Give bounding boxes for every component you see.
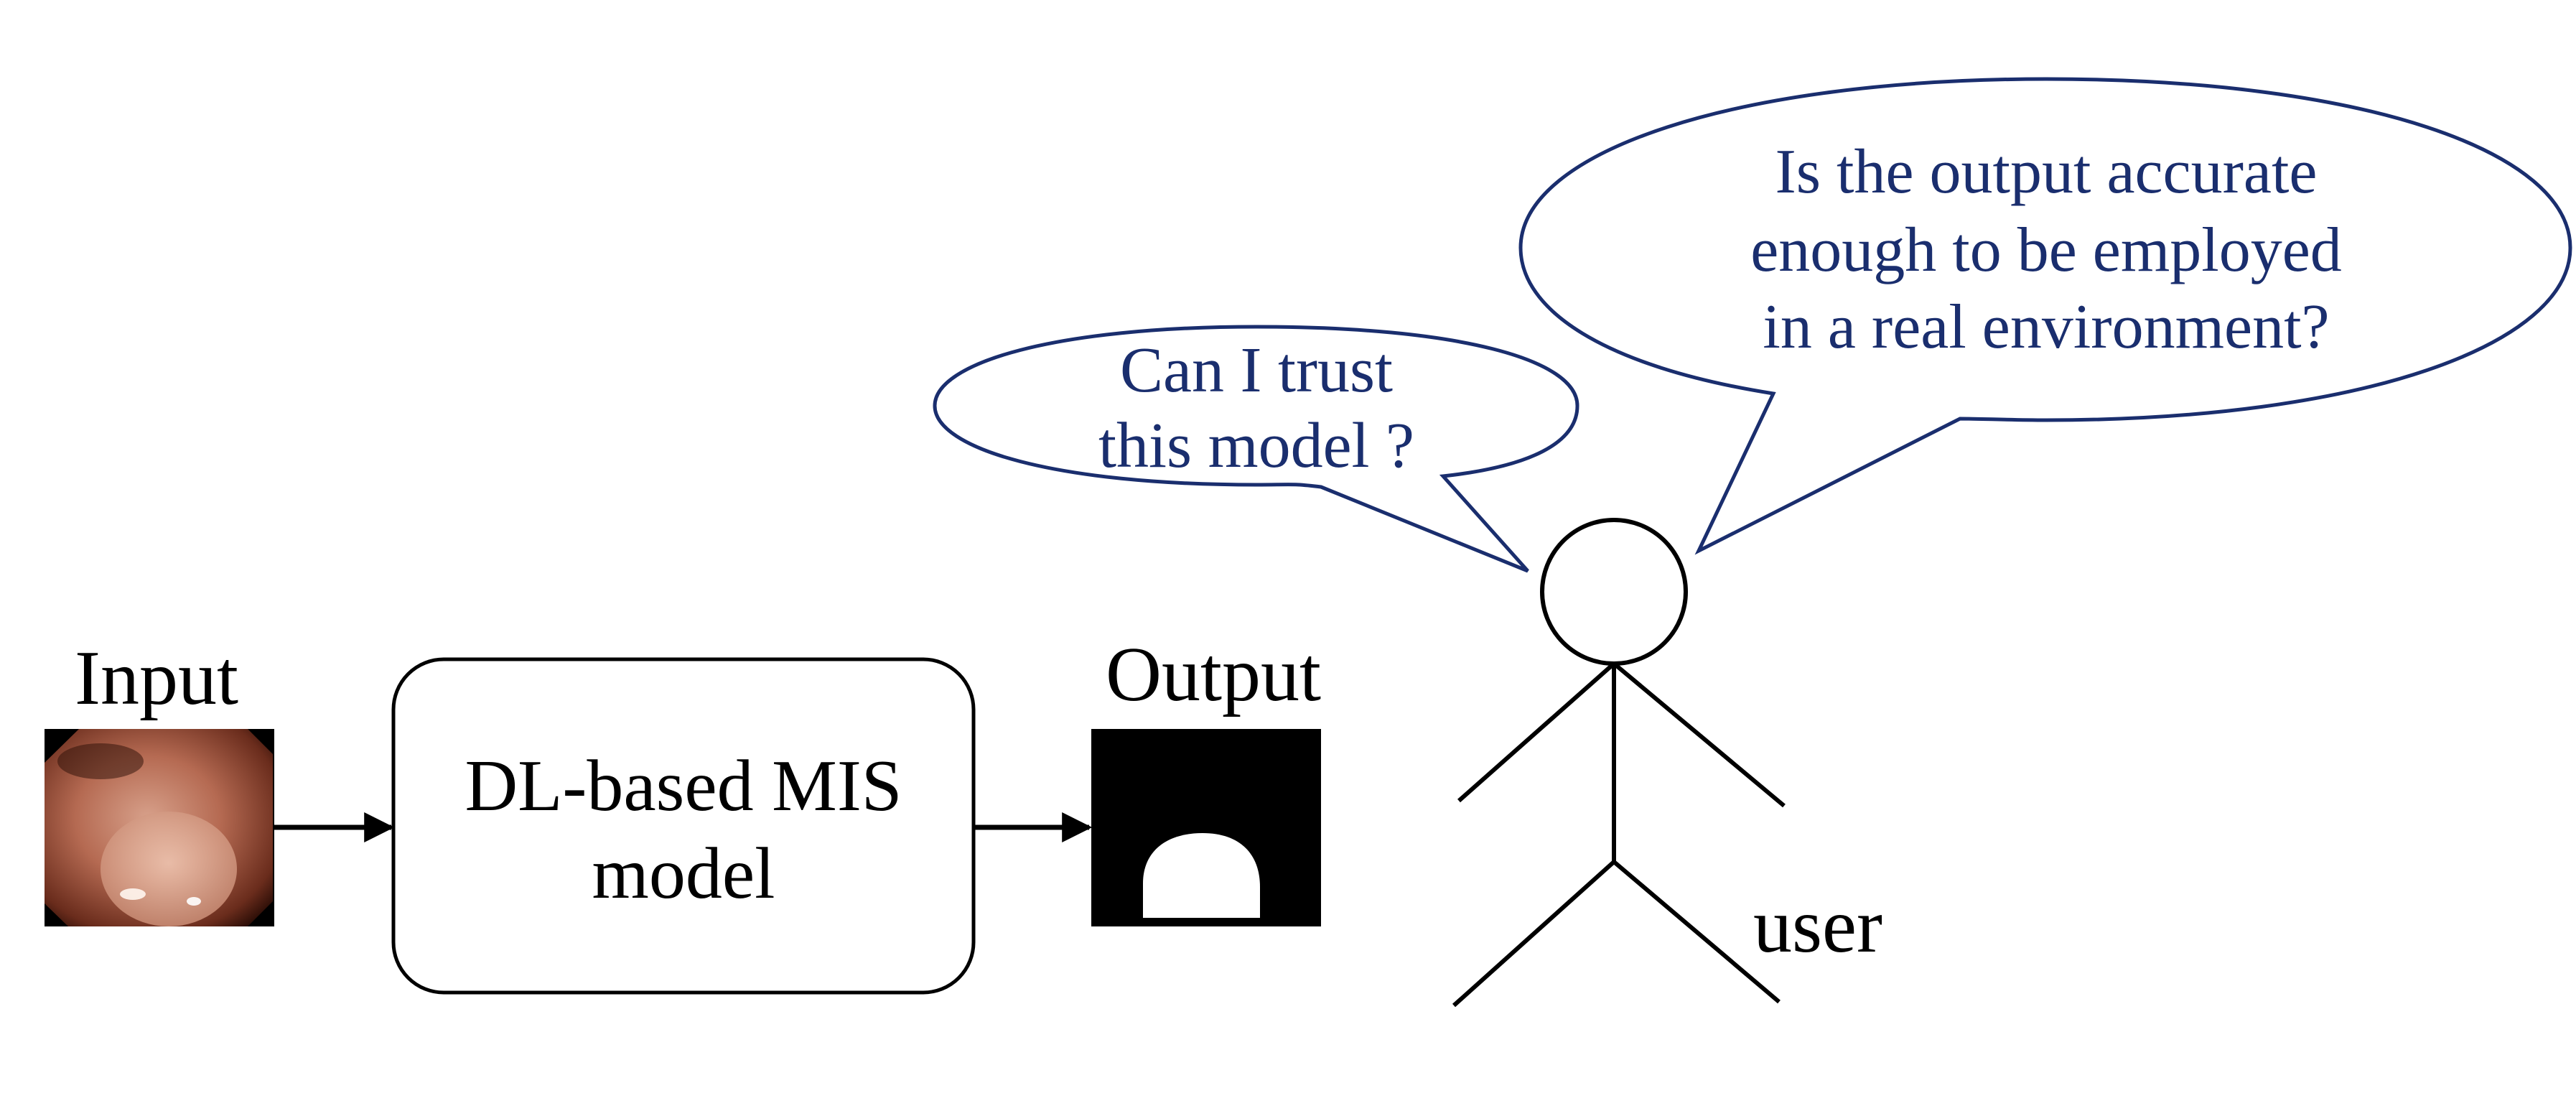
speech-bubble-large-line1: Is the output accurate <box>1775 137 2317 207</box>
model-box-line1: DL-based MIS <box>465 745 902 827</box>
user-left-arm <box>1457 661 1615 803</box>
output-label: Output <box>1106 632 1321 717</box>
model-box: DL-based MIS model <box>391 657 976 995</box>
speech-bubble-small: Can I trust this model ? <box>933 325 1579 573</box>
speech-bubble-small-line1: Can I trust <box>1120 335 1393 406</box>
speech-bubble-small-line2: this model ? <box>1098 410 1414 481</box>
input-label: Input <box>75 636 238 721</box>
input-image <box>45 729 274 926</box>
speech-bubble-large: Is the output accurate enough to be empl… <box>1518 77 2572 555</box>
speech-bubble-large-line2: enough to be employed <box>1750 215 2342 285</box>
user-right-leg <box>1613 860 1781 1004</box>
user-head <box>1540 518 1688 666</box>
speech-bubble-large-line3: in a real environment? <box>1763 292 2329 362</box>
model-box-line2: model <box>592 833 775 914</box>
user-label: user <box>1753 883 1882 969</box>
user-right-arm <box>1613 661 1786 808</box>
user-left-leg <box>1452 860 1616 1008</box>
output-mask-image <box>1091 729 1321 926</box>
user-figure <box>1452 518 1786 1008</box>
